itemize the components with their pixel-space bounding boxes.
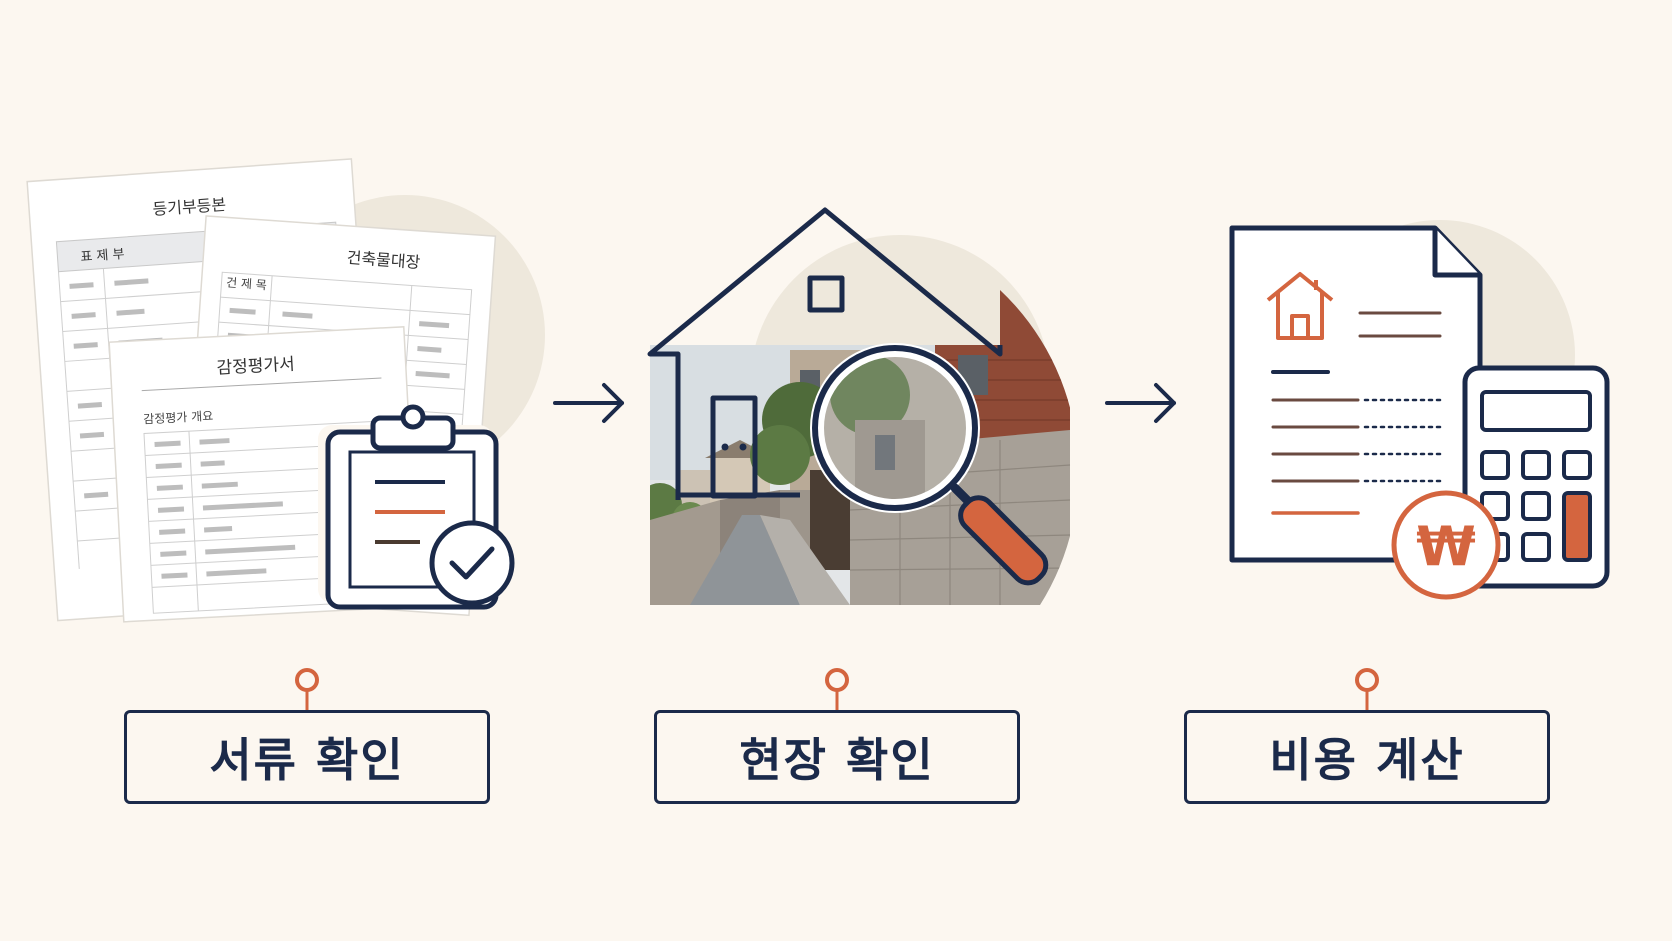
magnifying-glass-icon: [810, 343, 1049, 586]
document-lines: [1271, 311, 1442, 515]
step-label-text: 서류 확인: [209, 733, 405, 787]
arrow-right-icon: [1105, 383, 1176, 423]
currency-symbol: ₩: [1416, 515, 1476, 578]
step-label-text: 비용 계산: [1269, 733, 1465, 787]
cost-calculation-illustration: ₩: [1229, 220, 1610, 600]
checkmark-icon: [429, 520, 515, 606]
step-label-documents: 서류 확인: [124, 710, 490, 804]
pin-icon: [825, 668, 849, 712]
arrow-right-icon: [553, 383, 624, 423]
won-coin-icon: ₩: [1391, 490, 1501, 600]
documents-illustration: 등기부등본 표 제 부: [26, 158, 545, 623]
site-inspection-illustration: [647, 207, 1071, 605]
pin-icon: [1355, 668, 1379, 712]
document-title: 감정평가서: [216, 355, 295, 379]
house-icon: [1266, 272, 1334, 340]
document-section: 건 제 목: [226, 276, 268, 293]
pin-icon: [295, 668, 319, 712]
document-section: 표 제 부: [80, 247, 125, 265]
step-label-cost-calculation: 비용 계산: [1184, 710, 1550, 804]
step-label-site-inspection: 현장 확인: [654, 710, 1020, 804]
house-outline-icon: [647, 207, 1003, 500]
document-section: 감정평가 개요: [143, 409, 214, 427]
step-label-text: 현장 확인: [739, 733, 935, 787]
